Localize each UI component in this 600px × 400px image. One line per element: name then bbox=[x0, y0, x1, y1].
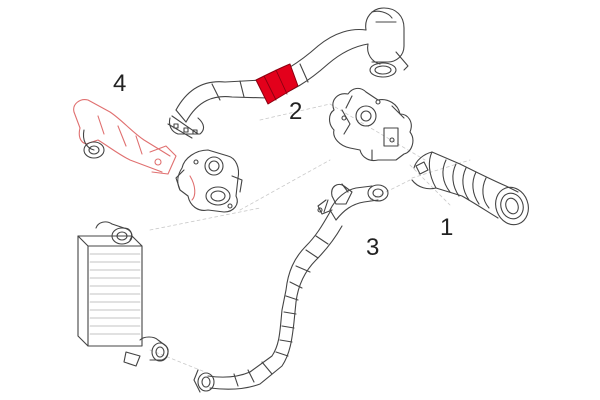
intercooler bbox=[77, 221, 169, 367]
valve-body bbox=[328, 87, 414, 162]
part-3-hose bbox=[193, 183, 389, 393]
callout-1: 1 bbox=[440, 214, 454, 241]
part-1-hose bbox=[411, 151, 529, 226]
intake-housing bbox=[175, 149, 243, 213]
part-2-pipe bbox=[167, 7, 409, 139]
highlighted-hose-2 bbox=[255, 63, 299, 105]
callout-4: 4 bbox=[113, 70, 127, 97]
assembly-guide-lines bbox=[149, 103, 471, 373]
clamp-parts bbox=[317, 183, 353, 215]
callout-3: 3 bbox=[366, 234, 380, 261]
part-4-pipe bbox=[73, 99, 177, 175]
callout-2: 2 bbox=[289, 98, 303, 125]
